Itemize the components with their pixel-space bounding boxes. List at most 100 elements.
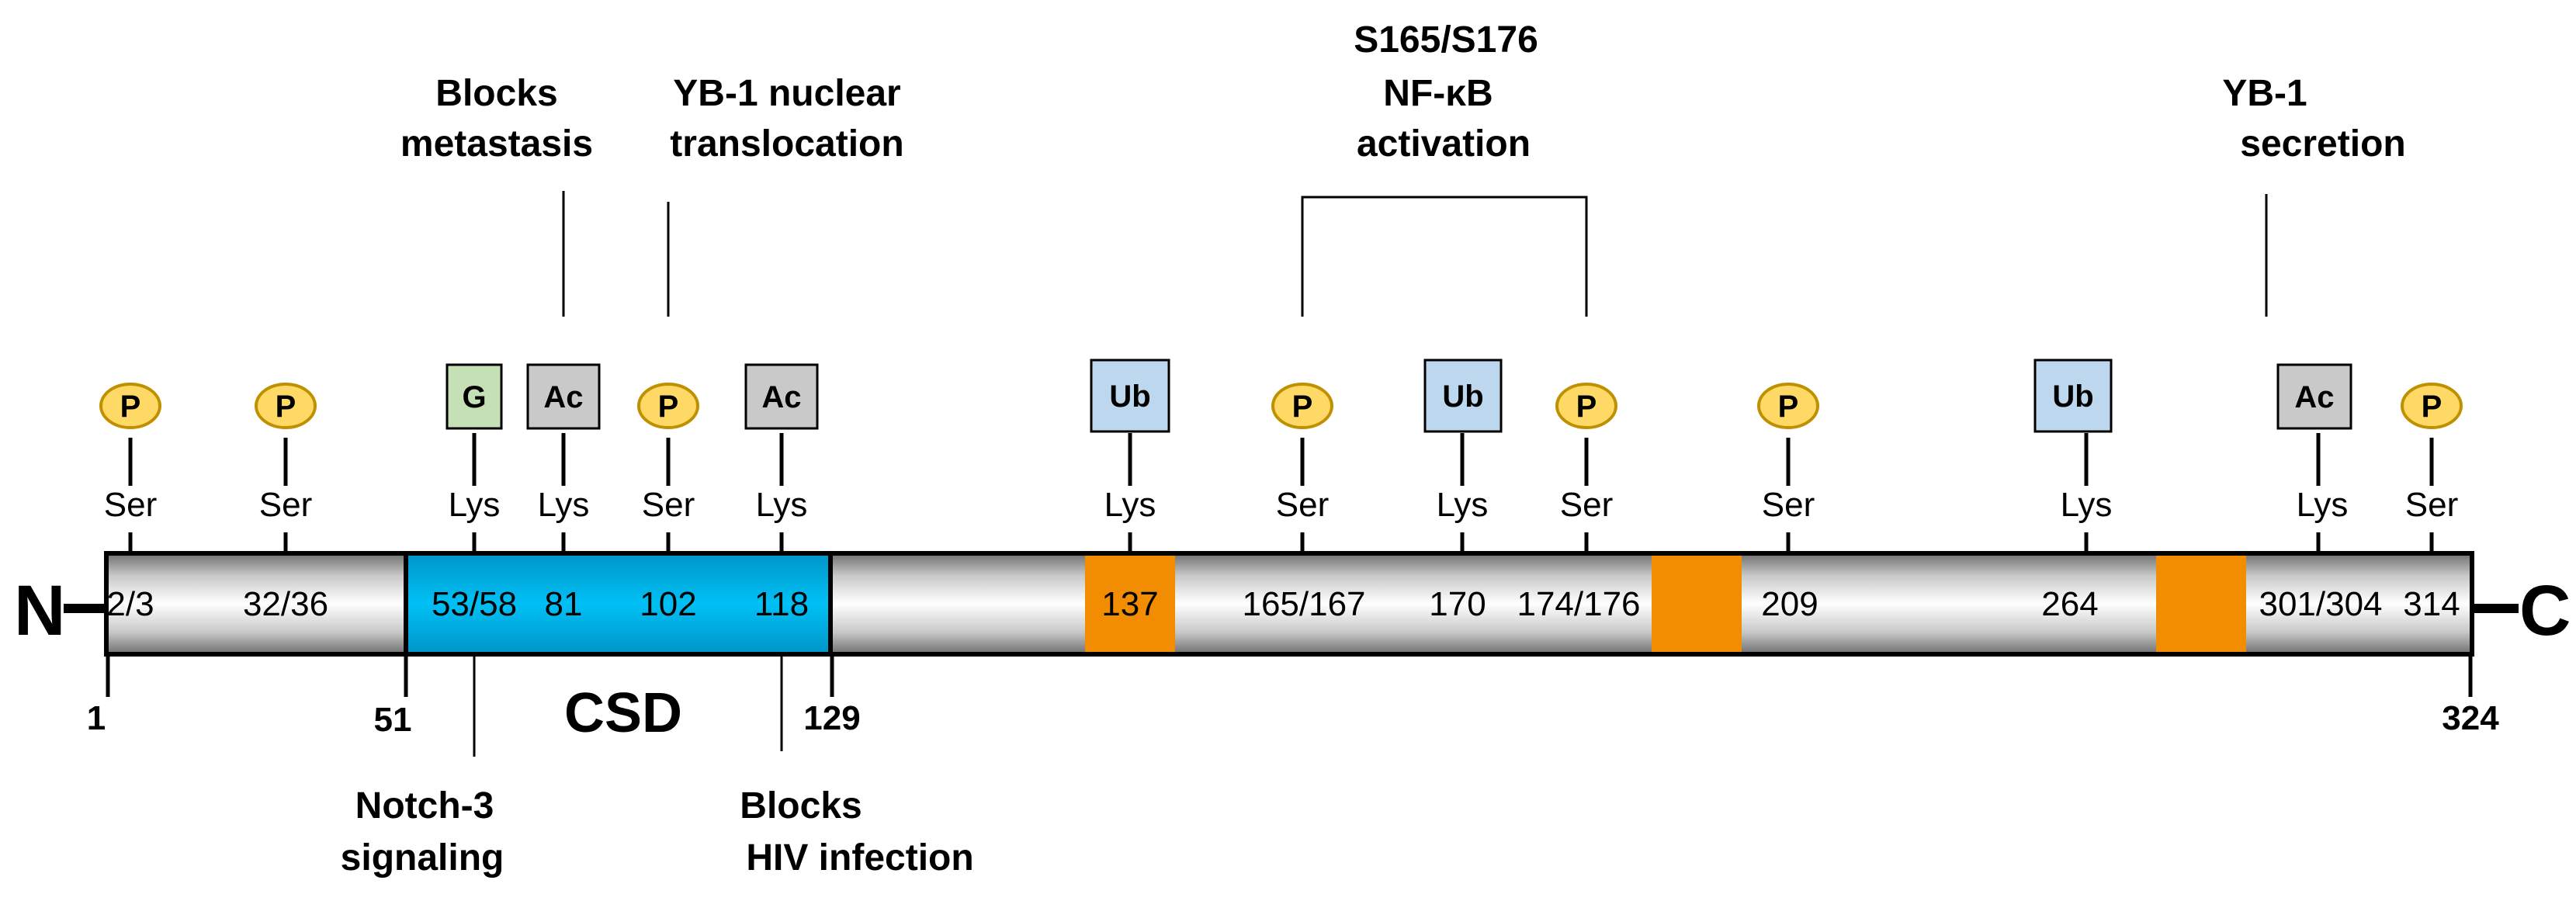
site-residue: Lys	[1437, 486, 1489, 524]
site-residue: Lys	[2297, 486, 2349, 524]
acetylation-icon	[744, 363, 819, 430]
acetylation-icon-label: Ac	[761, 380, 801, 414]
site-position: 2/3	[106, 585, 154, 623]
site-position: 137	[1101, 585, 1158, 623]
ubiquitination-icon-label: Ub	[2052, 379, 2093, 414]
glycosylation-icon-label: G	[462, 380, 486, 414]
site-118: Lys Ac 118	[744, 363, 819, 623]
site-residue: Lys	[538, 486, 590, 524]
phospho-icon-label: P	[1576, 390, 1597, 424]
orange-segment-2	[1652, 556, 1742, 652]
svg-text:YB-1: YB-1	[2222, 73, 2307, 114]
ubiquitination-icon	[1090, 359, 1170, 433]
site-32-36: Ser P 32/36	[243, 383, 328, 623]
orange-segment-1	[1085, 556, 1175, 652]
svg-text:YB-1 nuclear: YB-1 nuclear	[673, 73, 900, 114]
svg-text:signaling: signaling	[341, 837, 504, 878]
site-residue: Lys	[2061, 486, 2113, 524]
site-position: 102	[640, 585, 696, 623]
orange-segment-3	[2156, 556, 2246, 652]
site-position: 81	[545, 585, 583, 623]
phospho-icon-label: P	[1778, 390, 1799, 424]
svg-text:activation: activation	[1357, 123, 1531, 165]
position-324-label: 324	[2442, 699, 2499, 737]
phospho-icon	[2401, 383, 2463, 429]
position-129-label: 129	[803, 699, 860, 737]
position-1-label: 1	[87, 699, 106, 737]
phospho-icon-label: P	[276, 390, 296, 424]
site-position: 32/36	[243, 585, 328, 623]
c-terminus-label: C	[2519, 571, 2571, 650]
site-81: Lys Ac 81	[526, 363, 601, 623]
ubiquitination-icon	[1423, 359, 1503, 433]
site-residue: Ser	[1762, 486, 1815, 524]
annotation-secretion: YB-1 secretion	[2222, 73, 2405, 165]
annotation-notch-signaling: Notch-3 signaling	[341, 785, 504, 878]
site-165-167: Ser P 165/167	[1242, 383, 1366, 623]
acetylation-icon	[526, 363, 601, 430]
site-position: 165/167	[1242, 585, 1365, 623]
n-terminus-label: N	[14, 571, 65, 650]
phospho-icon	[99, 383, 161, 429]
site-position: 301/304	[2259, 585, 2382, 623]
site-residue: Lys	[1104, 486, 1156, 524]
phospho-icon	[637, 383, 699, 429]
site-residue: Ser	[259, 486, 312, 524]
site-314: Ser P 314	[2401, 383, 2463, 623]
site-residue: Ser	[2405, 486, 2458, 524]
acetylation-icon	[2276, 363, 2352, 430]
site-position: 170	[1429, 585, 1486, 623]
site-position: 209	[1761, 585, 1818, 623]
ubiquitination-icon-label: Ub	[1442, 379, 1483, 414]
phospho-icon	[255, 383, 317, 429]
site-residue: Ser	[1276, 486, 1329, 524]
site-2-3: Ser P 2/3	[99, 383, 161, 623]
svg-text:HIV infection: HIV infection	[746, 837, 973, 878]
svg-text:translocation: translocation	[670, 123, 903, 165]
site-170: Lys Ub 170	[1423, 359, 1503, 623]
site-position: 53/58	[432, 585, 517, 623]
acetylation-icon-label: Ac	[2294, 380, 2334, 414]
csd-domain-label: CSD	[564, 682, 682, 744]
svg-text:metastasis: metastasis	[400, 123, 593, 165]
acetylation-icon-label: Ac	[543, 380, 583, 414]
site-position: 314	[2403, 585, 2460, 623]
site-residue: Ser	[1560, 486, 1613, 524]
annotation-nuclear-translocation: YB-1 nuclear translocation	[670, 73, 903, 165]
site-174-176: Ser P 174/176	[1517, 383, 1641, 623]
svg-text:S165/S176: S165/S176	[1354, 19, 1538, 61]
ubiquitination-icon	[2033, 359, 2113, 433]
phospho-icon-label: P	[2422, 390, 2443, 424]
svg-text:NF-κB: NF-κB	[1383, 73, 1493, 114]
site-position: 174/176	[1517, 585, 1640, 623]
csd-domain-region	[404, 551, 833, 657]
svg-text:secretion: secretion	[2240, 123, 2405, 165]
annotation-nfkb-activation: S165/S176 NF-κB activation	[1354, 19, 1538, 165]
ubiquitination-icon-label: Ub	[1109, 379, 1150, 414]
site-residue: Lys	[756, 486, 808, 524]
phospho-icon	[1555, 383, 1617, 429]
glycosylation-icon	[446, 363, 503, 430]
site-137: Lys Ub 137	[1090, 359, 1170, 623]
phospho-icon-label: P	[120, 390, 141, 424]
svg-text:Blocks: Blocks	[435, 73, 557, 114]
svg-text:Blocks: Blocks	[740, 785, 862, 826]
site-residue: Ser	[104, 486, 157, 524]
site-residue: Lys	[449, 486, 501, 524]
site-residue: Ser	[642, 486, 695, 524]
phospho-icon-label: P	[1292, 390, 1313, 424]
bracket-nfkb	[1301, 196, 1588, 317]
site-position: 118	[754, 585, 809, 623]
phospho-icon	[1271, 383, 1333, 429]
site-209: Ser P 209	[1757, 383, 1819, 623]
site-53-58: Lys G 53/58	[432, 363, 517, 623]
site-102: Ser P 102	[637, 383, 699, 623]
site-301-304: Lys Ac 301/304	[2259, 363, 2383, 623]
site-264: Lys Ub 264	[2033, 359, 2113, 623]
annotation-blocks-hiv: Blocks HIV infection	[740, 785, 973, 878]
phospho-icon-label: P	[658, 390, 679, 424]
site-position: 264	[2041, 585, 2098, 623]
position-51-label: 51	[374, 701, 412, 739]
svg-text:Notch-3: Notch-3	[355, 785, 494, 826]
